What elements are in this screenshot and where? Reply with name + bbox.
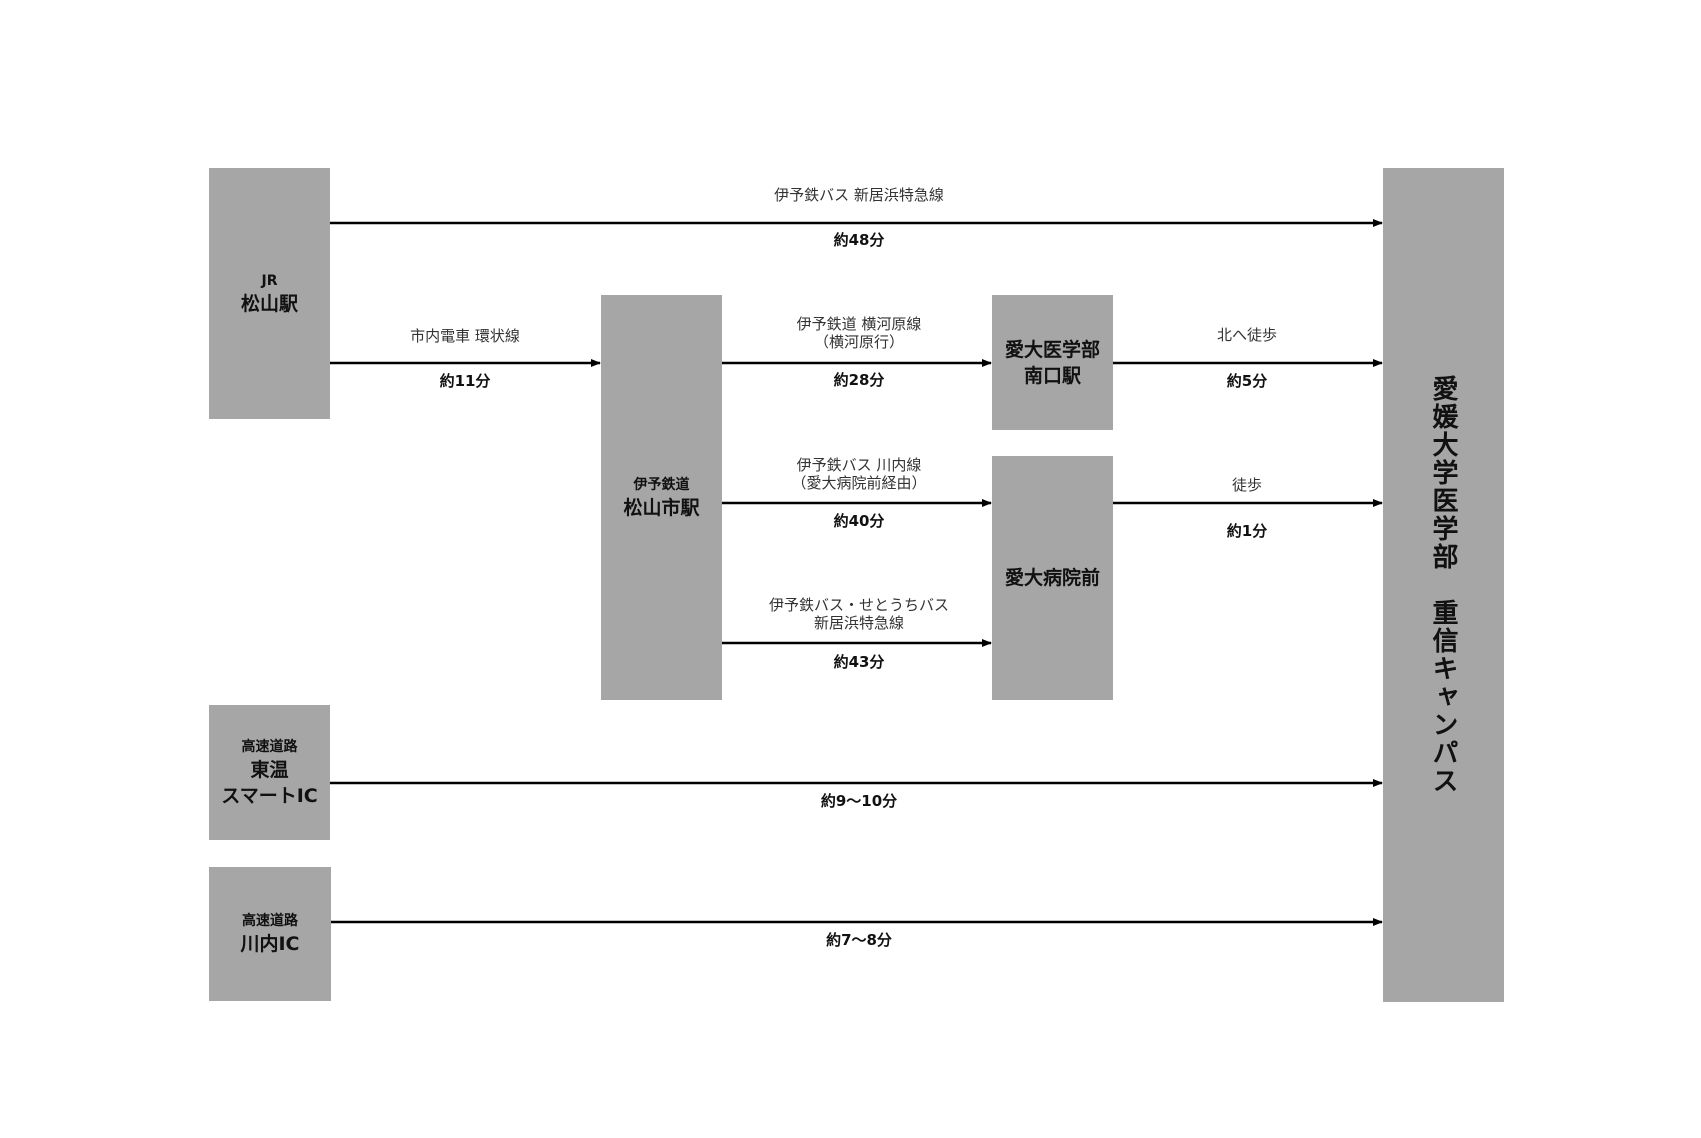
iyo-matsuyamashi-station-box: 伊予鉄道 松山市駅 [601, 295, 722, 700]
expressway-label: 高速道路 [241, 738, 298, 755]
route-r1-time: 約48分 [833, 231, 885, 249]
route-r2-time: 約11分 [439, 372, 491, 390]
jr-label: JR [261, 272, 278, 289]
route-r5-time: 約40分 [833, 512, 885, 530]
jr-matsuyama-station-box: JR 松山駅 [209, 168, 330, 419]
route-r2-name: 市内電車 環状線 [410, 327, 520, 345]
campus-label: 愛媛大学医学部 重信キャンパス [1428, 375, 1458, 795]
aidai-byoinmae-box: 愛大病院前 [992, 456, 1113, 700]
route-r4-name: 北へ徒歩 [1216, 326, 1278, 344]
route-r3-name: 伊予鉄道 横河原線 [796, 315, 922, 333]
toon-smart-ic-box: 高速道路 東温 スマートIC [209, 705, 330, 840]
route-r8-time: 約9～10分 [820, 792, 898, 810]
smart-ic-label: スマートIC [221, 784, 318, 807]
expressway-label: 高速道路 [242, 913, 298, 929]
route-r7-time: 約43分 [833, 653, 885, 671]
aidai-igakubu-label: 愛大医学部 [1004, 338, 1100, 361]
kawauchi-ic-box: 高速道路 川内IC [209, 867, 331, 1001]
route-r5-name: 伊予鉄バス 川内線 [796, 456, 922, 474]
route-r1-name: 伊予鉄バス 新居浜特急線 [774, 186, 944, 204]
matsuyama-station-label: 松山駅 [240, 292, 298, 315]
route-r7-name: 伊予鉄バス・せとうちバス [768, 596, 950, 614]
route-r9-time: 約7～8分 [826, 931, 892, 949]
aidai-byoinmae-label: 愛大病院前 [1004, 567, 1100, 589]
route-r5-note: （愛大病院前経由） [791, 474, 927, 492]
route-r7-note: 新居浜特急線 [813, 614, 905, 632]
route-r6-time: 約1分 [1226, 522, 1268, 540]
route-r3-time: 約28分 [833, 371, 885, 389]
iyotetsu-label: 伊予鉄道 [633, 476, 690, 493]
route-r6-name: 徒歩 [1231, 476, 1263, 494]
route-r3-note: （横河原行） [813, 333, 905, 351]
kawauchi-ic-label: 川内IC [240, 933, 300, 955]
minamiguchi-station-label: 南口駅 [1023, 364, 1081, 387]
shigenobu-campus-box: 愛媛大学医学部 重信キャンパス [1383, 168, 1504, 1002]
toon-label: 東温 [250, 758, 289, 781]
route-r4-time: 約5分 [1226, 372, 1268, 390]
aidai-minamiguchi-station-box: 愛大医学部 南口駅 [992, 295, 1113, 430]
matsuyamashi-station-label: 松山市駅 [623, 496, 700, 519]
